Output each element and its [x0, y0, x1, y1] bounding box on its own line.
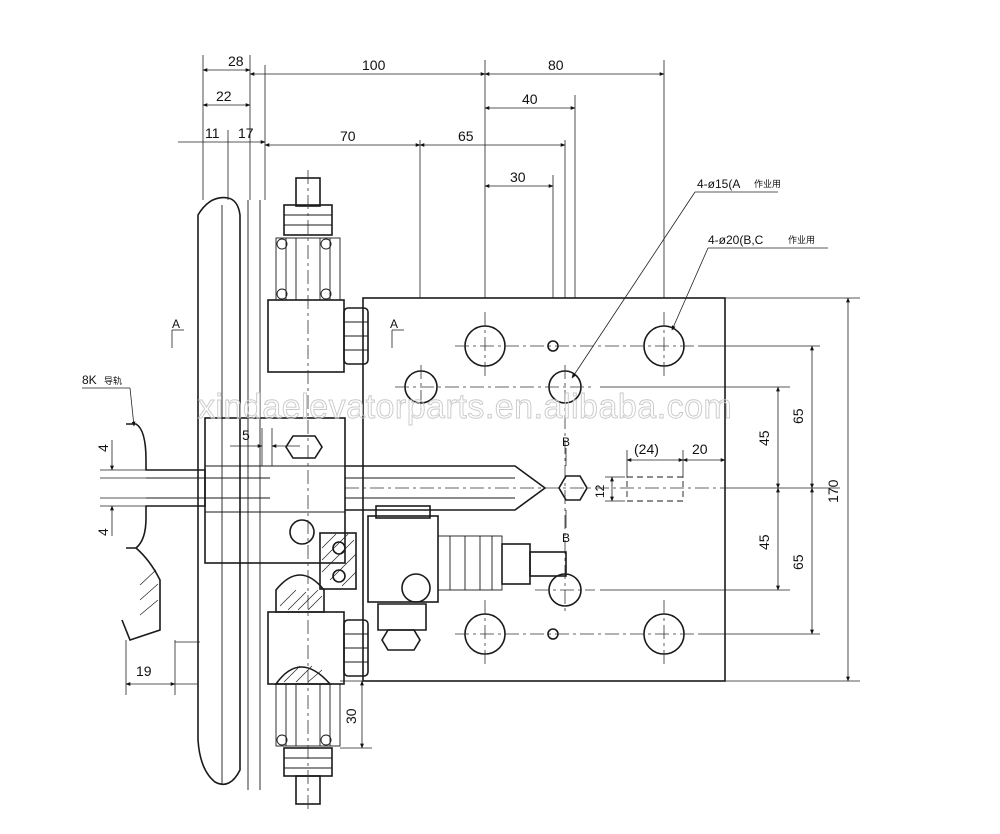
dimensions-right: 170 65 65 45 45	[600, 297, 860, 682]
dimensions-inner: 5 (24) 20 12	[230, 427, 726, 502]
dim-40: 40	[522, 91, 538, 107]
guide-shoe-body	[204, 170, 369, 812]
callout-rail: 8K	[82, 373, 97, 387]
dim-170: 170	[825, 479, 841, 503]
dimensions-bottom: 30	[340, 680, 372, 749]
dim-28: 28	[228, 53, 244, 69]
dim-45-lower: 45	[756, 534, 772, 550]
dim-22: 22	[216, 88, 232, 104]
section-mark-a-right: A	[390, 317, 398, 331]
dimensions-top: 28 22 11 17 100 80 40 70 65 30	[178, 53, 665, 298]
callout-hole-a: 4-ø15(A	[697, 177, 740, 191]
callout-rail-suffix: 导轨	[104, 375, 122, 386]
watermark: xindaelevatorparts.en.alibaba.com	[198, 388, 732, 426]
section-marks: A A B B	[171, 317, 570, 545]
dim-65-upper: 65	[790, 408, 806, 424]
dim-20: 20	[692, 441, 708, 457]
dim-45-upper: 45	[756, 430, 772, 446]
callout-hole-bc-suffix: 作业用	[788, 234, 815, 245]
section-mark-a-left: A	[172, 317, 180, 331]
dim-17: 17	[238, 125, 254, 141]
dim-24: (24)	[634, 441, 659, 457]
dim-65: 65	[458, 128, 474, 144]
dim-70: 70	[340, 128, 356, 144]
callout-hole-bc: 4-ø20(B,C	[708, 233, 764, 247]
dimensions-left: 4 4 19	[95, 440, 200, 695]
guide-rail	[121, 196, 270, 790]
dim-12: 12	[593, 484, 607, 498]
dim-11: 11	[205, 125, 220, 141]
adjusting-rod	[345, 465, 567, 651]
section-mark-b-top: B	[562, 435, 570, 449]
callout-hole-a-suffix: 作业用	[754, 178, 781, 189]
dim-30-bottom: 30	[343, 708, 359, 724]
section-mark-b-bottom: B	[562, 531, 570, 545]
dim-30: 30	[510, 169, 526, 185]
callouts: 4-ø15(A 作业用 4-ø20(B,C 作业用 8K 导轨	[82, 177, 828, 427]
mounting-plate	[345, 297, 726, 682]
dim-4-lower: 4	[95, 528, 111, 536]
dim-19: 19	[136, 663, 152, 679]
dim-100: 100	[362, 57, 386, 73]
dim-4-upper: 4	[95, 444, 111, 452]
dim-65-lower: 65	[790, 554, 806, 570]
dim-5: 5	[242, 427, 250, 443]
dim-80: 80	[548, 57, 564, 73]
